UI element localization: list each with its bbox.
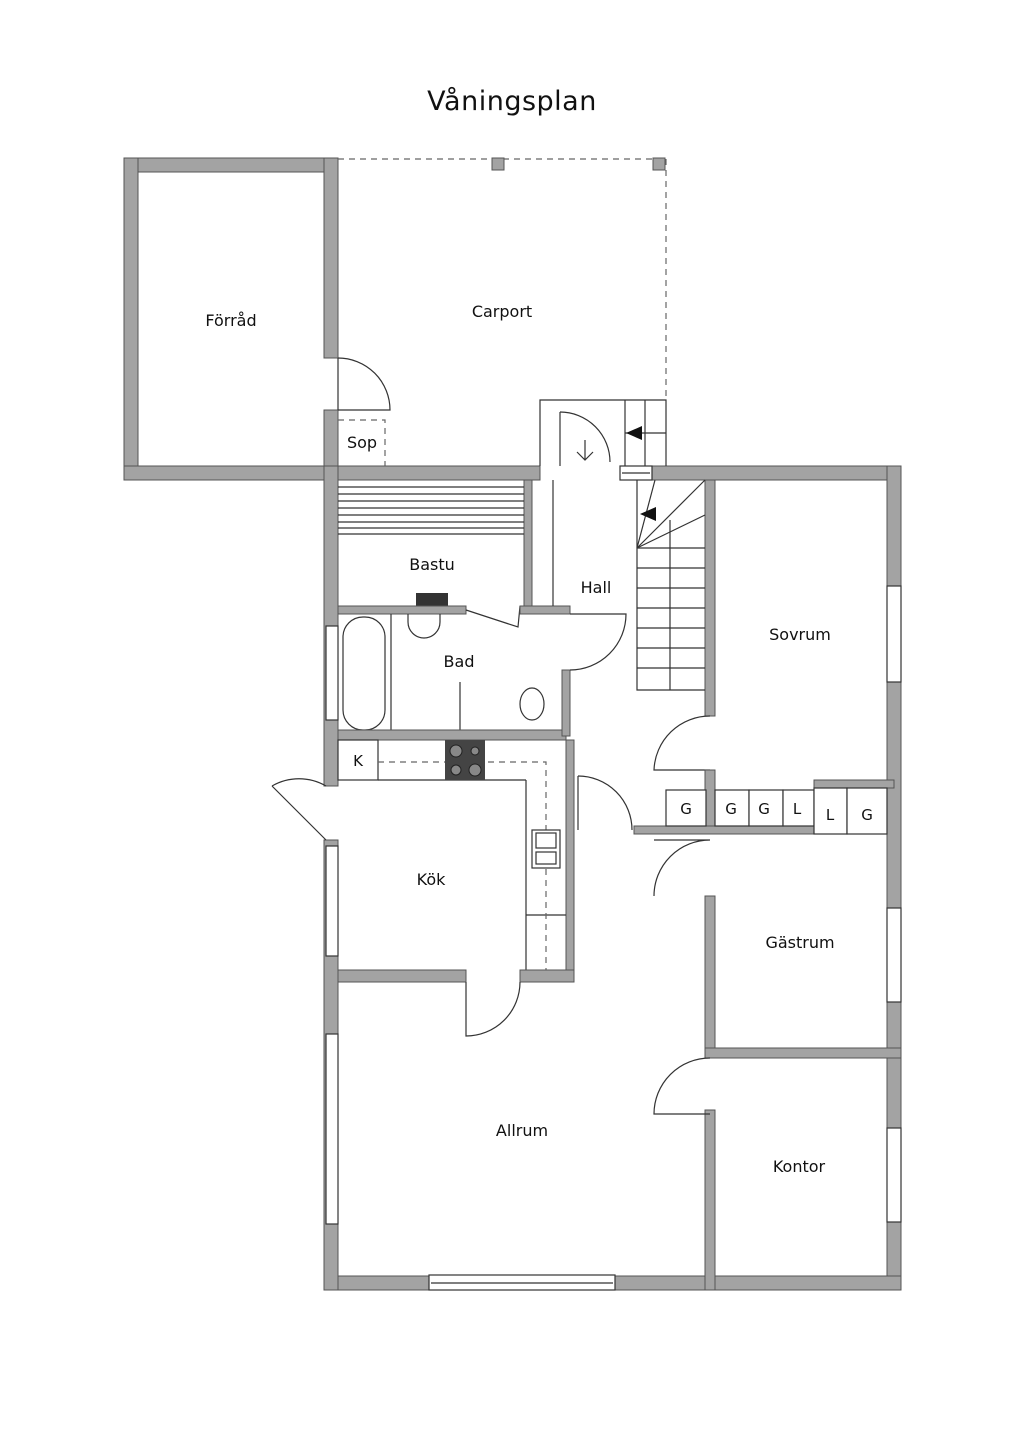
kitchen (271, 739, 575, 1037)
closet-label-k: K (353, 752, 364, 770)
bastu-benches (337, 479, 571, 628)
room-label-gastrum: Gästrum (765, 933, 834, 952)
hall-doors (577, 775, 711, 897)
room-label-sovrum: Sovrum (769, 625, 831, 644)
room-label-hall: Hall (581, 578, 612, 597)
allrum-windows (325, 1033, 616, 1291)
forrad-door (337, 357, 391, 411)
room-label-allrum: Allrum (496, 1121, 548, 1140)
page-title: Våningsplan (427, 86, 597, 117)
stairs (636, 479, 716, 717)
closet-label: G (725, 800, 737, 818)
closet-label: L (826, 806, 835, 824)
closet-label: G (758, 800, 770, 818)
room-label-kok: Kök (417, 870, 446, 889)
room-label-bastu: Bastu (409, 555, 455, 574)
room-label-kontor: Kontor (773, 1157, 826, 1176)
carport-outline (338, 157, 667, 400)
closet-label: G (861, 806, 873, 824)
room-label-carport: Carport (472, 302, 532, 321)
entrance (539, 399, 667, 481)
closet-label: L (793, 800, 802, 818)
room-label-sop: Sop (347, 433, 377, 452)
closet-label: G (680, 800, 692, 818)
east-rooms (653, 895, 902, 1291)
bathroom (325, 613, 627, 741)
room-label-bad: Bad (444, 652, 475, 671)
closets (633, 779, 895, 835)
room-label-forrad: Förråd (205, 311, 256, 330)
